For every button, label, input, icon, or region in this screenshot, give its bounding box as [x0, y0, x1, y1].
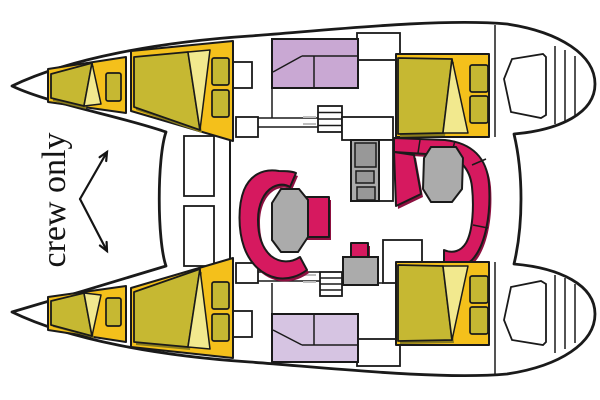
crew-arrow-lower [78, 197, 109, 253]
galley-sink [354, 142, 377, 168]
upper-aft-cabin [395, 53, 490, 138]
galley-oven [356, 186, 376, 201]
upper-aft-pillow-1 [469, 64, 489, 93]
forward-seat-lower [183, 205, 215, 267]
lower-crew-sheet-fold [83, 292, 102, 337]
lower-aft-pillow-1 [469, 275, 489, 304]
upper-crew-pillow [105, 72, 122, 102]
cockpit-side-bench [393, 151, 422, 207]
lower-aft-pillow-2 [469, 306, 489, 335]
dinette-table [271, 188, 309, 253]
upper-lavender-berth [271, 38, 359, 89]
upper-aft-sheet-fold [442, 58, 469, 134]
upper-transom-steps [554, 46, 576, 124]
upper-stern-platform [503, 46, 576, 124]
crew-arrow-upper [78, 150, 109, 201]
lower-steps [319, 271, 343, 297]
lower-forward-pillow-1 [211, 313, 230, 342]
upper-helm-seat [503, 53, 547, 119]
lower-transom-steps [554, 275, 576, 353]
lower-lavender-berth [271, 313, 359, 363]
crew-only-label: crew only [36, 132, 73, 267]
saloon-dinette [238, 169, 331, 282]
lower-forward-sheet-fold [187, 268, 211, 350]
upper-locker [230, 61, 253, 89]
crew-only-annotation: crew only [36, 132, 109, 268]
upper-forward-pillow-1 [211, 57, 230, 86]
cockpit-table [421, 146, 465, 203]
helm-pod-console [342, 256, 379, 286]
lower-stern-platform [503, 275, 576, 353]
lower-hull-unit [356, 338, 401, 367]
lower-cabinet [235, 262, 259, 284]
lower-forward-cabin [130, 257, 234, 359]
upper-cabinet [235, 116, 259, 138]
upper-forward-cabin [130, 40, 234, 142]
lower-aft-sheet-fold [442, 265, 469, 341]
crew-arrow-lower-head [98, 240, 109, 254]
upper-bow-crew-cabin [47, 56, 127, 114]
lower-crew-pillow [105, 297, 122, 327]
helm-pod-seat [350, 242, 369, 258]
lower-locker [230, 310, 253, 338]
upper-lavender-cushion [271, 38, 359, 89]
upper-forward-pillow-2 [211, 89, 230, 118]
upper-steps-treads [318, 111, 342, 127]
lower-lavender-divisions [272, 314, 358, 346]
forward-seats [183, 135, 215, 267]
upper-lavender-divisions [272, 55, 358, 88]
upper-aft-pillow-2 [469, 95, 489, 124]
lower-lavender-cushion [271, 313, 359, 363]
lower-helm-seat [503, 280, 547, 346]
interior-walls [229, 25, 496, 374]
galley-counter-side [378, 139, 394, 202]
crew-arrow-upper-head [98, 149, 109, 163]
upper-crew-sheet-fold [83, 62, 102, 107]
lower-aft-cabin [395, 261, 490, 346]
lower-forward-pillow-2 [211, 281, 230, 310]
galley-counter [341, 116, 394, 141]
galley [341, 116, 394, 202]
upper-hatch-lines [303, 116, 316, 125]
forward-seat-upper [183, 135, 215, 197]
galley-stove [355, 170, 375, 184]
upper-steps [317, 105, 343, 133]
upper-forward-sheet-fold [187, 49, 211, 131]
dinette-bench [238, 169, 308, 280]
lower-bow-crew-cabin [47, 285, 127, 343]
lower-steps-treads [320, 277, 342, 291]
upper-hull-unit [356, 32, 401, 61]
